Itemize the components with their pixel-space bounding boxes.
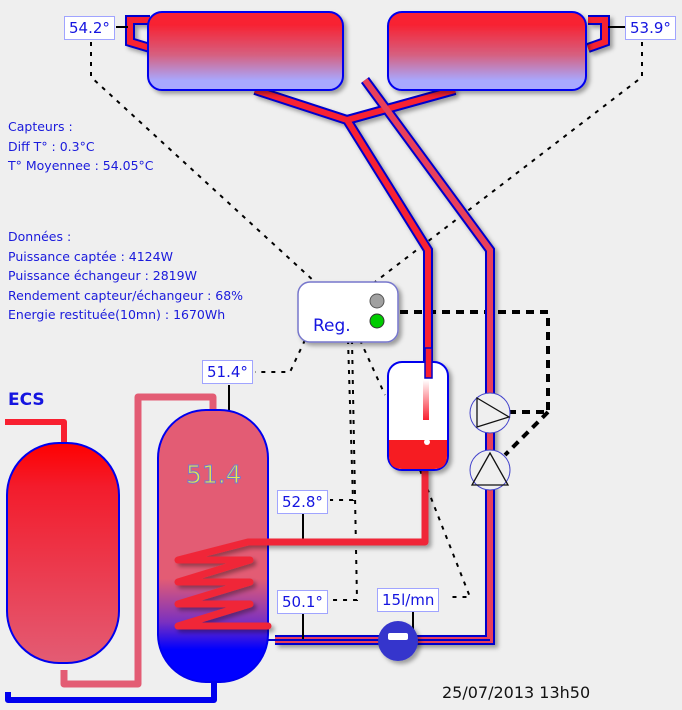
flow-meter-icon [378,621,418,661]
pump-control-wires [400,310,550,457]
puissance-echangeur: Puissance échangeur : 2819W [8,268,197,283]
sensor-collector-left: 54.2° [64,16,115,40]
capteurs-diff: Diff T° : 0.3°C [8,138,95,154]
tank-temperature: 51.4 [186,460,243,490]
regulator-label: Reg. [313,316,351,336]
capteurs-title: Capteurs : [8,119,73,134]
control-wires [90,42,643,601]
ecs-pipes [5,393,217,703]
regulator-led-bottom [369,313,385,329]
drainback-tank [387,361,449,471]
sensor-collector-right: 53.9° [625,16,676,40]
sensor-flow: 15l/mn [377,588,440,612]
rendement: Rendement capteur/échangeur : 68% [8,287,244,303]
capteurs-panel: Capteurs : Diff T° : 0.3°C T° Moyennee :… [8,117,154,176]
timestamp: 25/07/2013 13h50 [442,683,591,702]
solar-collector-right [387,11,587,91]
energie-restituee: Energie restituée(10mn) : 1670Wh [8,307,226,322]
exchanger-coil [174,466,429,630]
capteurs-moyenne: T° Moyennee : 54.05°C [8,158,154,173]
sensor-exchanger-in: 52.8° [277,490,328,514]
solar-collector-left [147,11,344,91]
sensor-tank-top: 51.4° [202,360,253,384]
storage-tank [157,409,269,683]
regulator-led-top [369,293,385,309]
ecs-tank [6,442,120,664]
collector-pipes [125,15,610,645]
sensor-exchanger-out: 50.1° [277,590,328,614]
pump-1[interactable] [469,392,511,434]
sensor-connectors [116,26,625,640]
donnees-panel: Données : Puissance captée : 4124W Puiss… [8,227,243,325]
puissance-captee: Puissance captée : 4124W [8,248,173,264]
regulator[interactable] [297,281,399,343]
donnees-title: Données : [8,229,72,244]
ecs-label: ECS [8,390,45,410]
pump-2[interactable] [469,449,511,491]
